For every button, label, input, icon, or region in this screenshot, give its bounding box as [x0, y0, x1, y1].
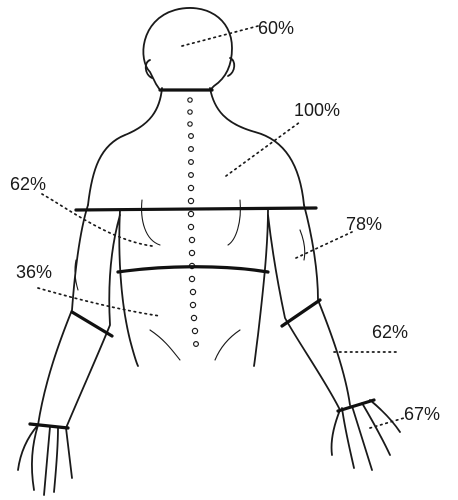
head-outline — [143, 8, 234, 90]
head-leader — [182, 26, 258, 46]
right-wrist-leader — [370, 418, 404, 428]
spine — [188, 98, 199, 347]
chest-band — [76, 208, 316, 210]
label-right-wrist: 67% — [404, 404, 440, 424]
label-head: 60% — [258, 18, 294, 38]
label-left-upper-arm: 36% — [16, 262, 52, 282]
percentage-labels: 60% 100% 62% 78% 36% 62% 67% — [10, 18, 440, 424]
left-hand — [18, 425, 72, 495]
torso-outline — [38, 88, 350, 428]
upper-back-leader — [226, 122, 300, 176]
label-right-upper-arm: 78% — [346, 214, 382, 234]
right-wrist-band — [338, 400, 374, 411]
label-upper-back: 100% — [294, 100, 340, 120]
waist-band — [118, 267, 268, 272]
chest-leader — [42, 194, 152, 246]
label-right-forearm: 62% — [372, 322, 408, 342]
left-upper-arm-band — [72, 312, 112, 336]
right-upper-arm-band — [282, 300, 320, 326]
label-chest-band: 62% — [10, 174, 46, 194]
left-upper-arm-leader — [38, 288, 160, 316]
